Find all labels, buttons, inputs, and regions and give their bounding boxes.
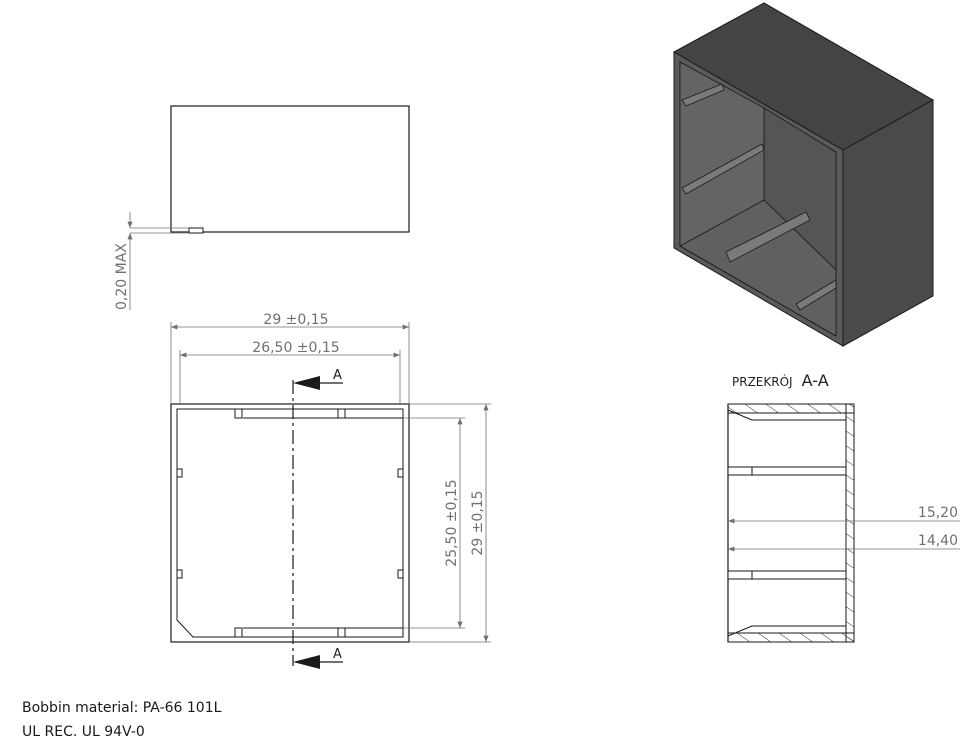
outer-width-label: 29 ±0,15 xyxy=(263,312,328,328)
rating-note: UL REC. UL 94V-0 xyxy=(22,724,145,740)
section-arrow-top xyxy=(293,376,320,390)
iso-inner-left xyxy=(679,61,765,247)
section-rib xyxy=(727,570,847,580)
notch xyxy=(234,408,243,419)
inner-height-label: 25,50 ±0,15 xyxy=(444,479,460,566)
material-note: Bobbin material: PA-66 101L xyxy=(22,700,222,716)
iso-rib xyxy=(725,211,811,263)
section-marker-top: A xyxy=(333,368,342,383)
iso-rib xyxy=(795,279,837,311)
section-dimension-1: 15,20 xyxy=(918,505,958,521)
notch xyxy=(234,627,243,638)
section-arrow-bottom xyxy=(293,655,320,669)
side-view-foot xyxy=(188,227,204,234)
section-chamfer xyxy=(727,625,753,637)
inner-width-label: 26,50 ±0,15 xyxy=(252,340,339,356)
section-bottom-wall xyxy=(727,632,855,643)
top-view-outer xyxy=(170,403,410,643)
section-rib xyxy=(727,466,847,476)
section-title-letters: A-A xyxy=(802,371,829,390)
side-view-outline xyxy=(170,105,410,233)
notch xyxy=(176,569,183,579)
iso-rib xyxy=(681,143,765,195)
notch xyxy=(397,468,404,478)
section-top-wall xyxy=(727,403,855,414)
notch xyxy=(337,627,346,638)
top-view: A A 29 ±0,15 26,50 ±0,15 25,50 ±0,15 29 … xyxy=(170,312,491,669)
top-view-inner xyxy=(176,408,404,638)
section-marker-bottom: A xyxy=(333,647,342,662)
section-back-wall xyxy=(845,403,855,643)
section-view: PRZEKRÓJ A-A 15,20 14,40 xyxy=(727,371,960,643)
notch xyxy=(176,468,183,478)
section-dimension-2: 14,40 xyxy=(918,533,958,549)
side-view-dimension-label: 0,20 MAX xyxy=(114,243,130,310)
notch xyxy=(337,408,346,419)
section-title-prefix: PRZEKRÓJ xyxy=(732,374,793,389)
side-view: 0,20 MAX xyxy=(114,105,410,310)
outer-height-label: 29 ±0,15 xyxy=(470,490,486,555)
iso-rib xyxy=(681,83,725,107)
notch xyxy=(397,569,404,579)
section-chamfer xyxy=(727,409,753,421)
section-title: PRZEKRÓJ A-A xyxy=(732,371,829,390)
isometric-view xyxy=(672,2,935,347)
